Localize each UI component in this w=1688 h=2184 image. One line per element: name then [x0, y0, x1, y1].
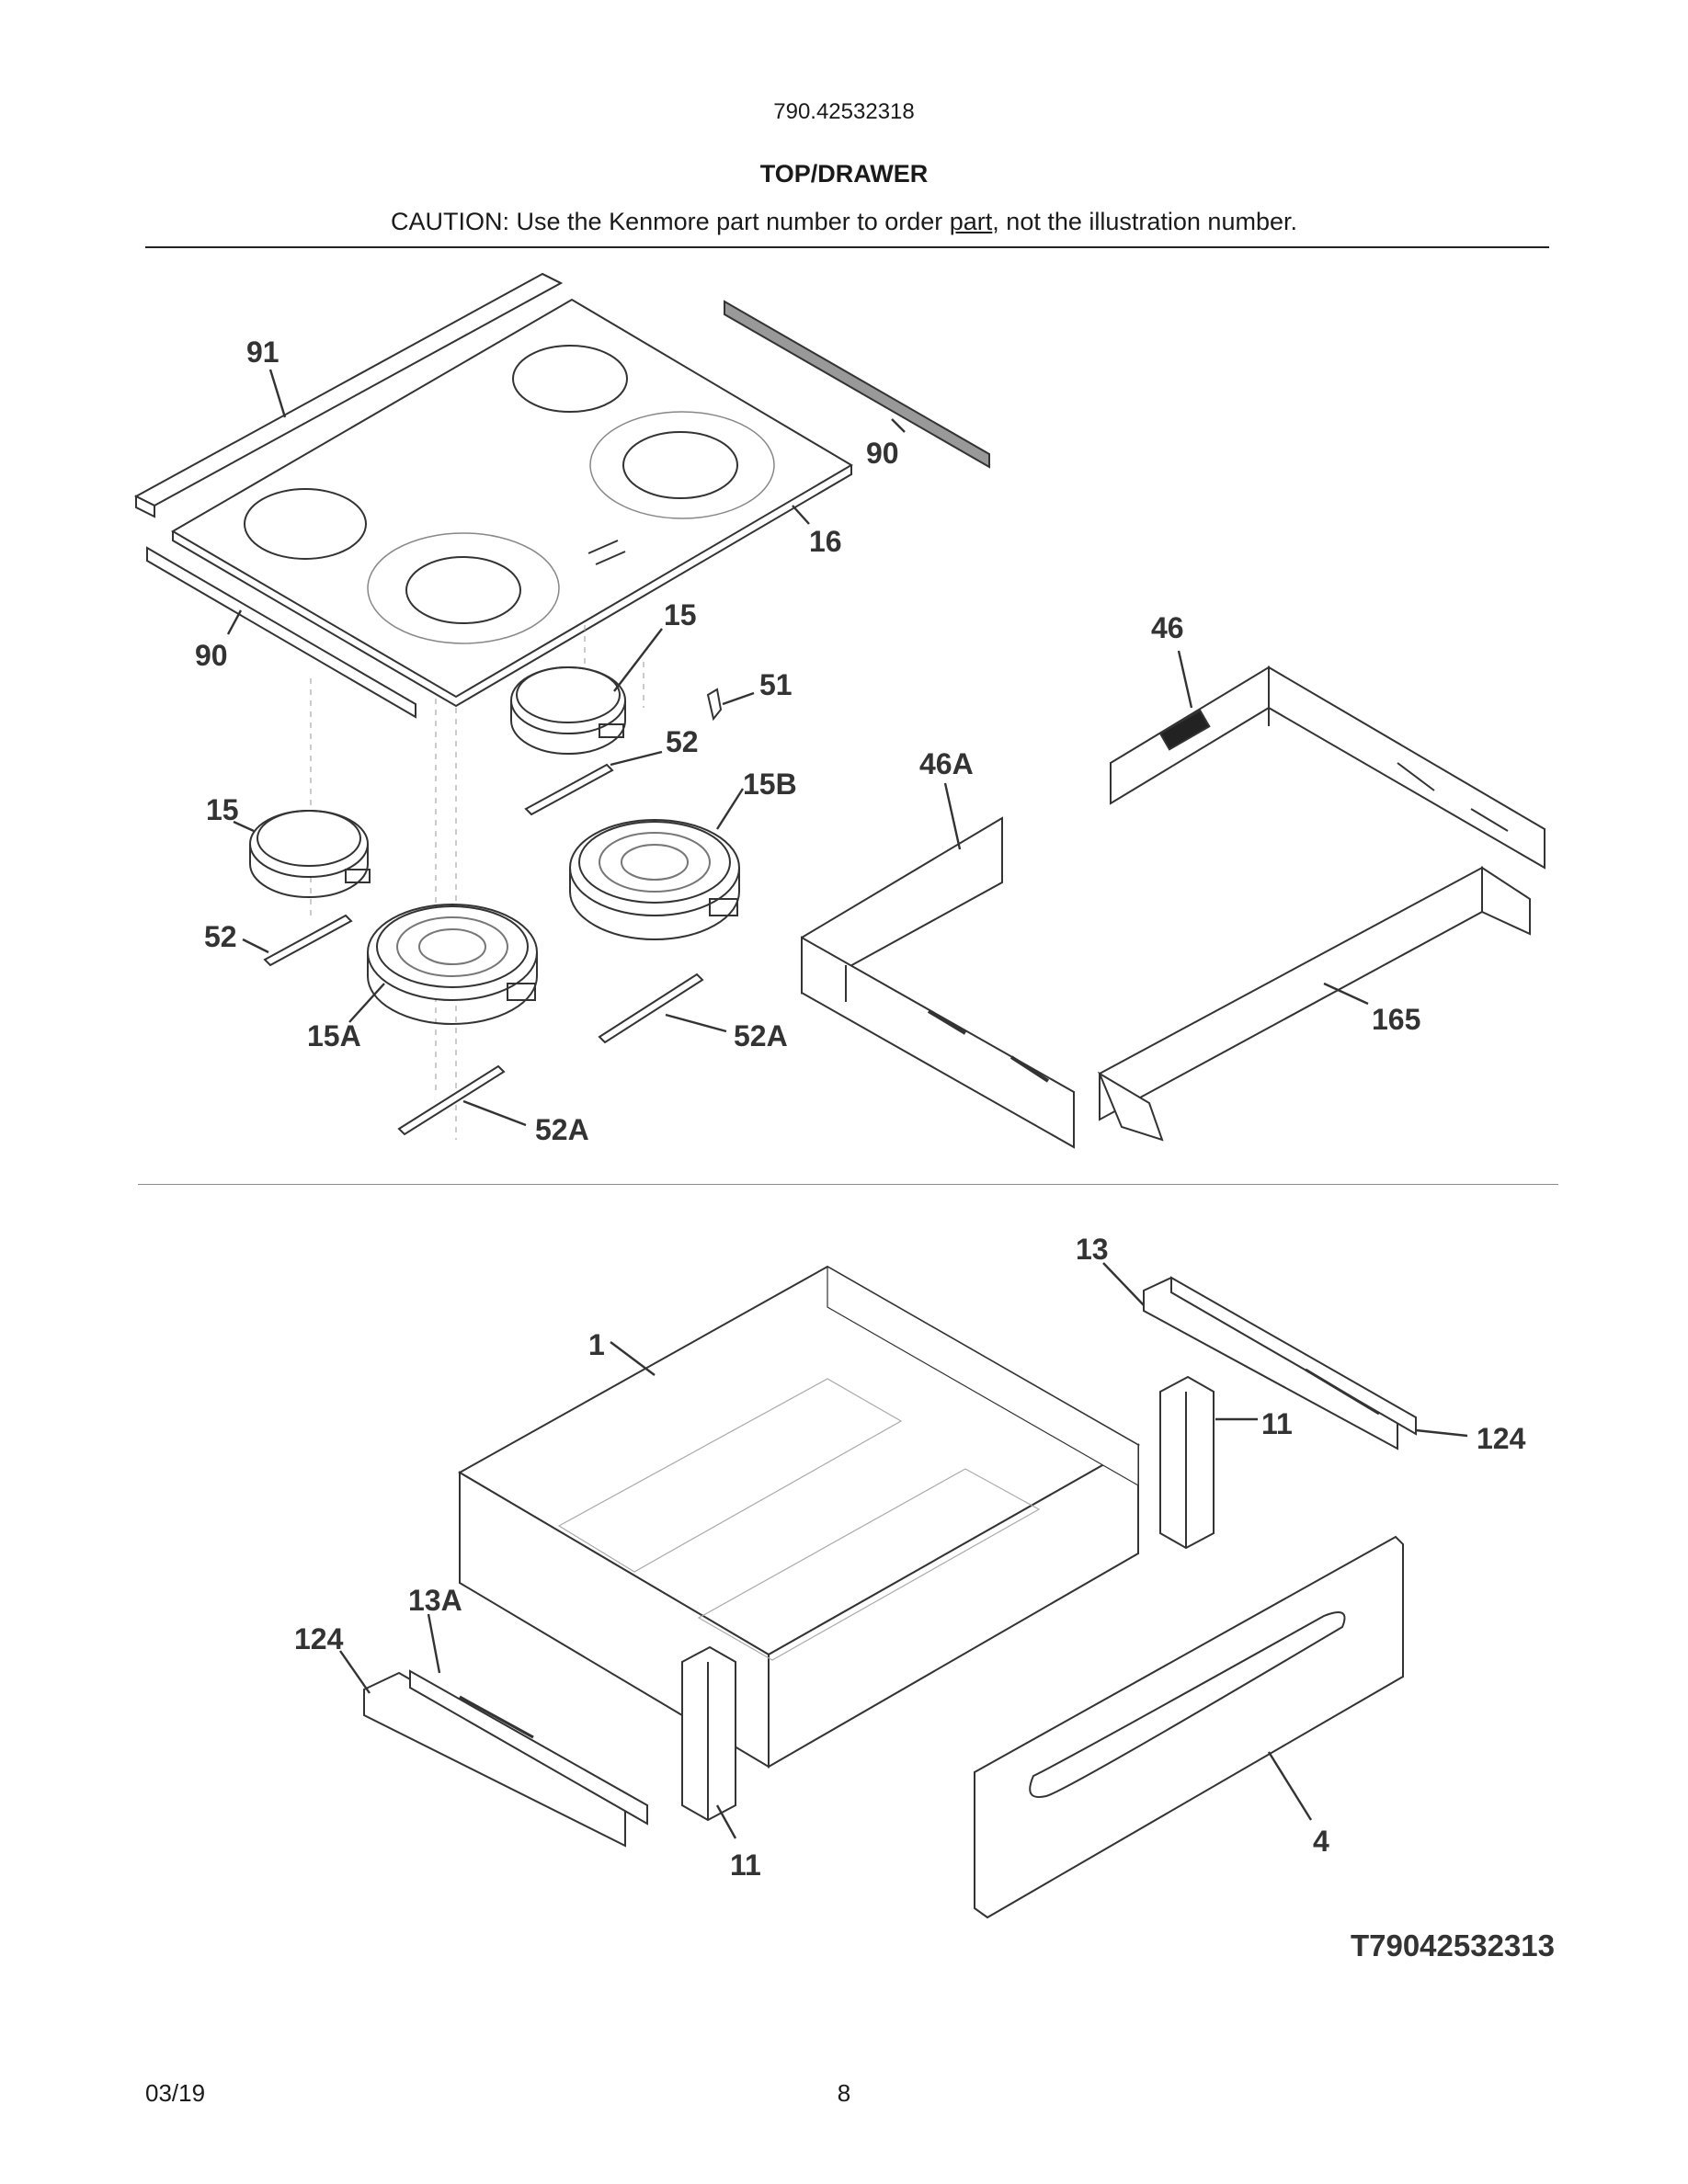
- callout-15a: 15A: [307, 1019, 361, 1052]
- callout-90-right: 90: [866, 437, 899, 470]
- frame-bracket-46: [1110, 665, 1545, 870]
- drawer-slide-13: [1143, 1276, 1417, 1450]
- burner-element-15a: [367, 904, 538, 1025]
- burner-element-15-top: [510, 666, 626, 755]
- callout-15-top: 15: [664, 598, 697, 631]
- callout-90-left: 90: [195, 639, 228, 672]
- callout-15b: 15B: [743, 768, 797, 801]
- drawer-slide-13a: [363, 1669, 648, 1848]
- side-rail-165: [1097, 866, 1531, 1142]
- callout-46a: 46A: [919, 747, 974, 780]
- callout-52-top: 52: [666, 725, 699, 758]
- callout-11-right: 11: [1261, 1407, 1293, 1440]
- callout-13: 13: [1076, 1233, 1109, 1266]
- callout-51: 51: [759, 668, 793, 701]
- trim-90-right: [724, 300, 990, 469]
- callout-46: 46: [1151, 611, 1184, 644]
- caution-note: CAUTION: Use the Kenmore part number to …: [0, 208, 1688, 236]
- frame-46a: [801, 816, 1075, 1149]
- trim-91: [133, 272, 564, 518]
- trim-90-left: [146, 546, 416, 719]
- strap-52a-bottom: [397, 1064, 506, 1136]
- drawer-front-4: [974, 1535, 1404, 1919]
- footer-date: 03/19: [145, 2079, 206, 2107]
- sensor-51: [706, 688, 723, 722]
- burner-element-15b: [569, 819, 740, 940]
- callout-124-right: 124: [1477, 1422, 1526, 1455]
- callout-16: 16: [809, 525, 842, 558]
- page-number: 8: [837, 2079, 851, 2107]
- bracket-11-bottom: [681, 1645, 736, 1822]
- diagram-reference: T79042532313: [1350, 1928, 1555, 1962]
- section-divider: [138, 1184, 1558, 1185]
- cooktop-glass-16: [171, 298, 853, 708]
- callout-1: 1: [588, 1328, 605, 1361]
- callout-4: 4: [1313, 1825, 1329, 1858]
- callout-52a-right: 52A: [734, 1019, 788, 1052]
- header-divider: [145, 246, 1549, 248]
- callout-165: 165: [1372, 1003, 1420, 1036]
- strap-52-left: [263, 914, 353, 967]
- burner-element-15-left: [249, 810, 371, 898]
- caution-text-underlined: part: [949, 208, 993, 235]
- drawer-body-1: [457, 1265, 1141, 1769]
- strap-52a-right: [598, 973, 704, 1044]
- page-title: TOP/DRAWER: [759, 160, 929, 188]
- model-number: 790.42532318: [773, 99, 915, 124]
- callout-91: 91: [246, 336, 279, 369]
- caution-text-prefix: CAUTION: Use the Kenmore part number to …: [391, 208, 950, 235]
- callout-52a-bottom: 52A: [535, 1113, 589, 1146]
- callout-124-left: 124: [294, 1622, 344, 1655]
- callout-13a: 13A: [408, 1584, 462, 1617]
- strap-52-top: [524, 763, 614, 816]
- caution-text-suffix: , not the illustration number.: [992, 208, 1297, 235]
- callout-11-bottom: 11: [730, 1848, 761, 1882]
- callout-15-left: 15: [206, 793, 239, 826]
- callout-52-left: 52: [204, 920, 237, 953]
- bracket-11-right: [1159, 1375, 1215, 1550]
